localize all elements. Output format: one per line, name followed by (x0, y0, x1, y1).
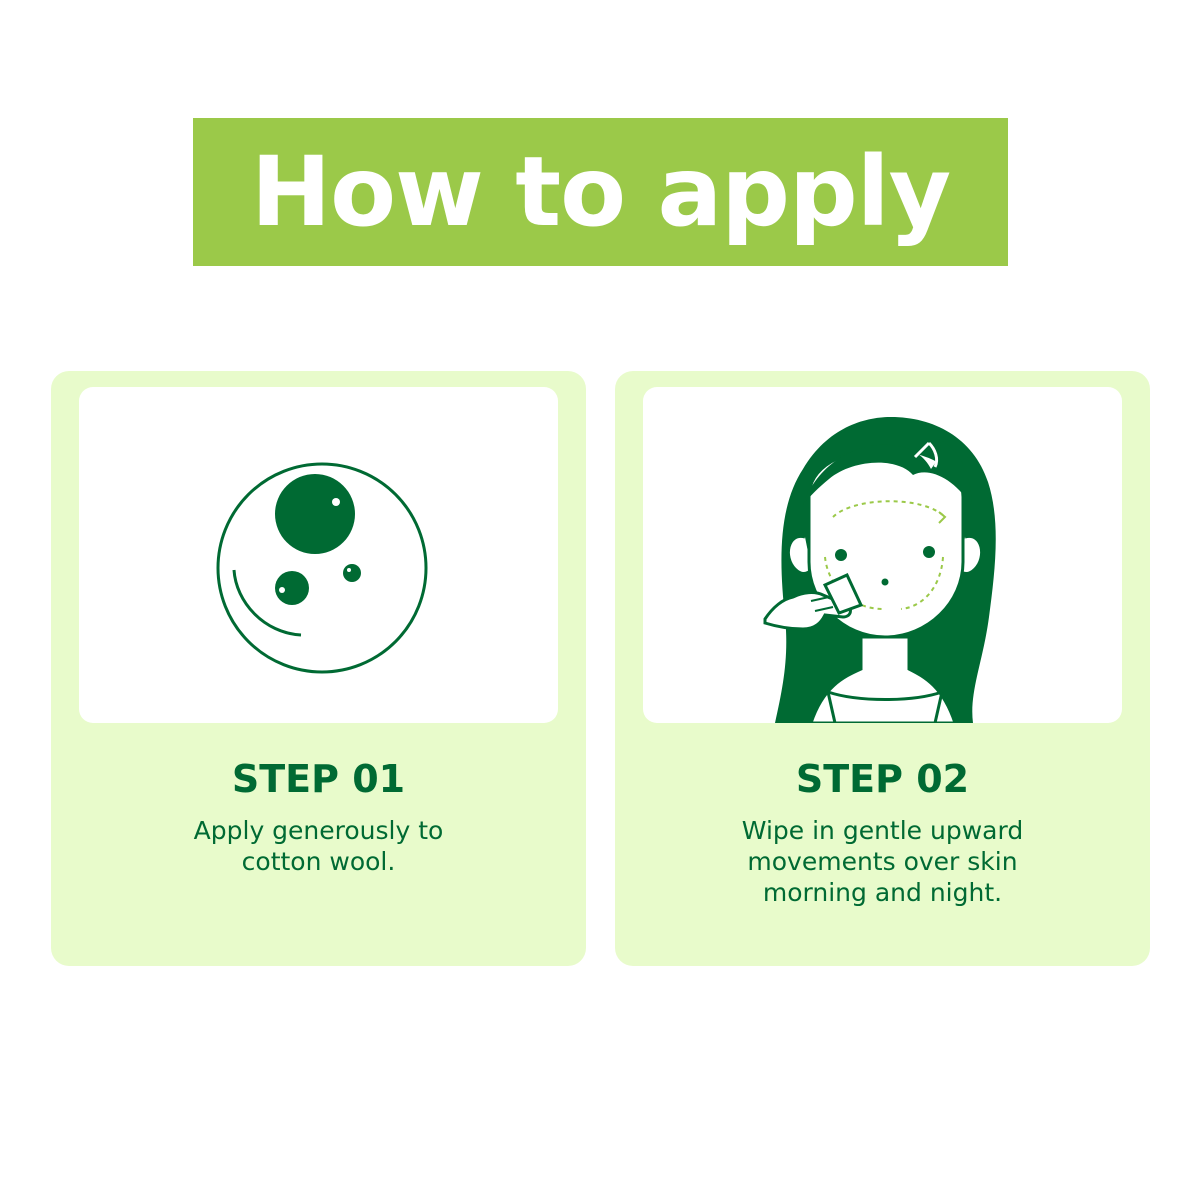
step-1-line: cotton wool. (241, 847, 396, 876)
woman-wiping-face-icon (763, 417, 996, 723)
step-2-illustration (643, 387, 1122, 723)
step-2-line: movements over skin (747, 847, 1018, 876)
cotton-pad-with-drops-icon (216, 462, 428, 674)
step-card-1: STEP 01 Apply generously to cotton wool. (51, 371, 586, 966)
step-2-label: STEP 02 (795, 757, 970, 801)
step-card-2: STEP 02 Wipe in gentle upward movements … (615, 371, 1150, 966)
step-1-line: Apply generously to (193, 816, 444, 845)
step-1-label: STEP 01 (231, 757, 406, 801)
step-1-description: Apply generously to cotton wool. (51, 815, 586, 877)
step-2-line: Wipe in gentle upward (741, 816, 1024, 845)
step-2-description: Wipe in gentle upward movements over ski… (615, 815, 1150, 908)
step-2-line: morning and night. (762, 878, 1003, 907)
page-title: How to apply (250, 136, 951, 248)
title-banner: How to apply (193, 118, 1008, 266)
step-1-illustration (79, 387, 558, 723)
